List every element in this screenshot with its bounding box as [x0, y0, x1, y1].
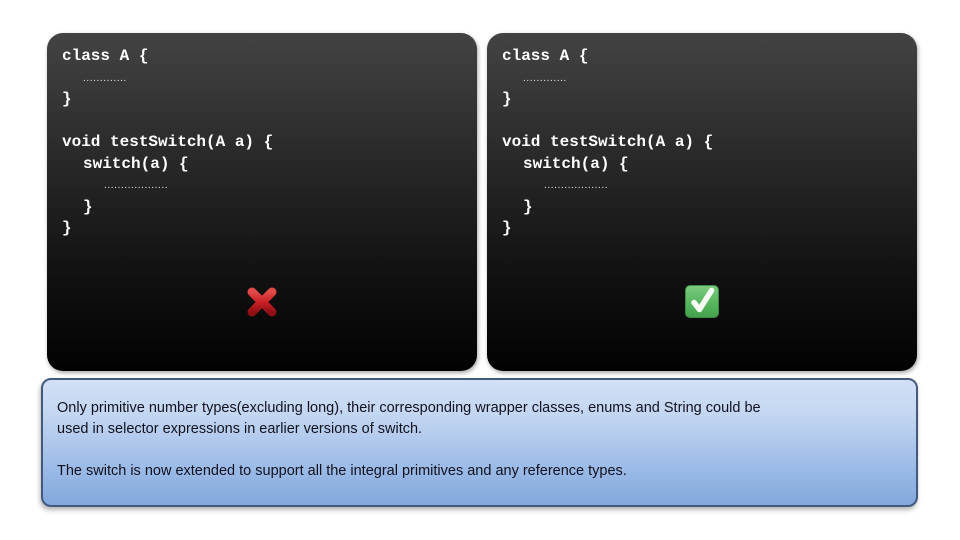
code-line: }: [83, 197, 93, 216]
code-line: }: [502, 219, 512, 237]
code-line: ...................: [544, 180, 609, 191]
red-cross-icon: [243, 283, 281, 321]
note-line: [57, 440, 902, 461]
status-row: [487, 283, 917, 319]
status-row: [47, 283, 477, 321]
code-line: [502, 111, 917, 133]
code-line: switch(a) {: [83, 154, 189, 173]
note-box: Only primitive number types(excluding lo…: [41, 378, 918, 507]
code-line: }: [502, 90, 512, 108]
code-line: .............: [523, 72, 567, 84]
code-line: class A {: [502, 47, 589, 65]
code-line: void testSwitch(A a) {: [502, 133, 714, 151]
code-block: class A {.............} void testSwitch(A…: [62, 46, 477, 240]
code-line: ...................: [104, 180, 169, 191]
code-block: class A {.............} void testSwitch(A…: [502, 46, 917, 240]
code-line: .............: [83, 72, 127, 84]
code-line: }: [62, 90, 72, 108]
code-line: }: [523, 197, 533, 216]
code-line: class A {: [62, 47, 149, 65]
note-line: used in selector expressions in earlier …: [57, 421, 423, 437]
code-line: switch(a) {: [523, 154, 629, 173]
code-panel-old-switch: class A {.............} void testSwitch(A…: [47, 33, 477, 371]
code-line: }: [62, 219, 72, 237]
code-line: void testSwitch(A a) {: [62, 133, 274, 151]
note-text: Only primitive number types(excluding lo…: [57, 398, 902, 482]
code-line: [62, 111, 477, 133]
green-check-icon: [684, 283, 720, 319]
note-line: Only primitive number types(excluding lo…: [57, 400, 761, 416]
note-line: The switch is now extended to support al…: [57, 463, 627, 479]
code-panel-new-switch: class A {.............} void testSwitch(A…: [487, 33, 917, 371]
